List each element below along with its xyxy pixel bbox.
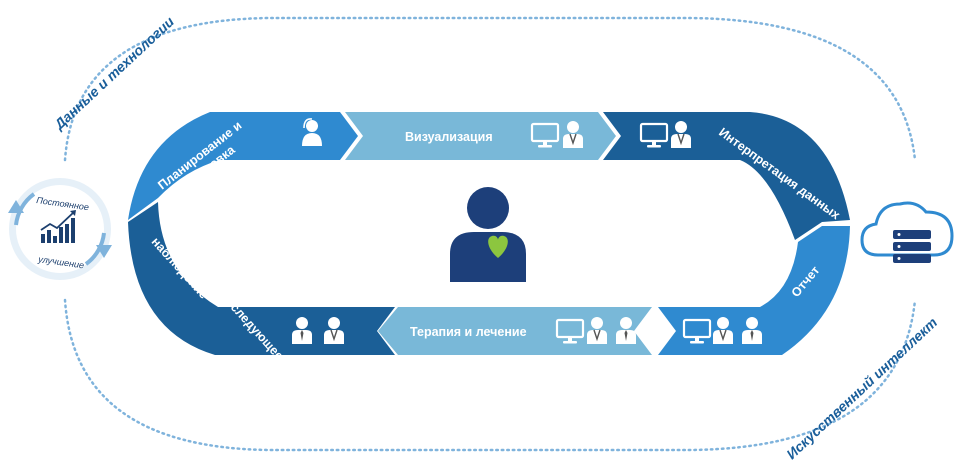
step-results-segment[interactable]	[128, 202, 395, 355]
growth-chart-icon	[40, 210, 76, 243]
continuous-improvement-badge: Постоянное улучшение	[8, 178, 112, 280]
data-tech-label: Данные и технологии	[50, 13, 177, 133]
outer-dotted-arc-top	[63, 16, 917, 162]
planning-headset-person-icon	[302, 118, 322, 146]
step-interpretation-segment[interactable]	[603, 112, 850, 240]
step-therapy-segment[interactable]	[378, 307, 652, 355]
ai-label: Искусственный интеллект	[783, 314, 940, 462]
step-report-segment[interactable]	[658, 226, 850, 355]
outer-dotted-arc-bottom	[63, 298, 917, 452]
step-planning-segment[interactable]	[128, 112, 358, 220]
visualization-label: Визуализация	[405, 130, 493, 144]
patient-heart-icon	[450, 187, 526, 282]
therapy-label: Терапия и лечение	[410, 325, 527, 339]
cloud-server-icon	[860, 201, 954, 263]
